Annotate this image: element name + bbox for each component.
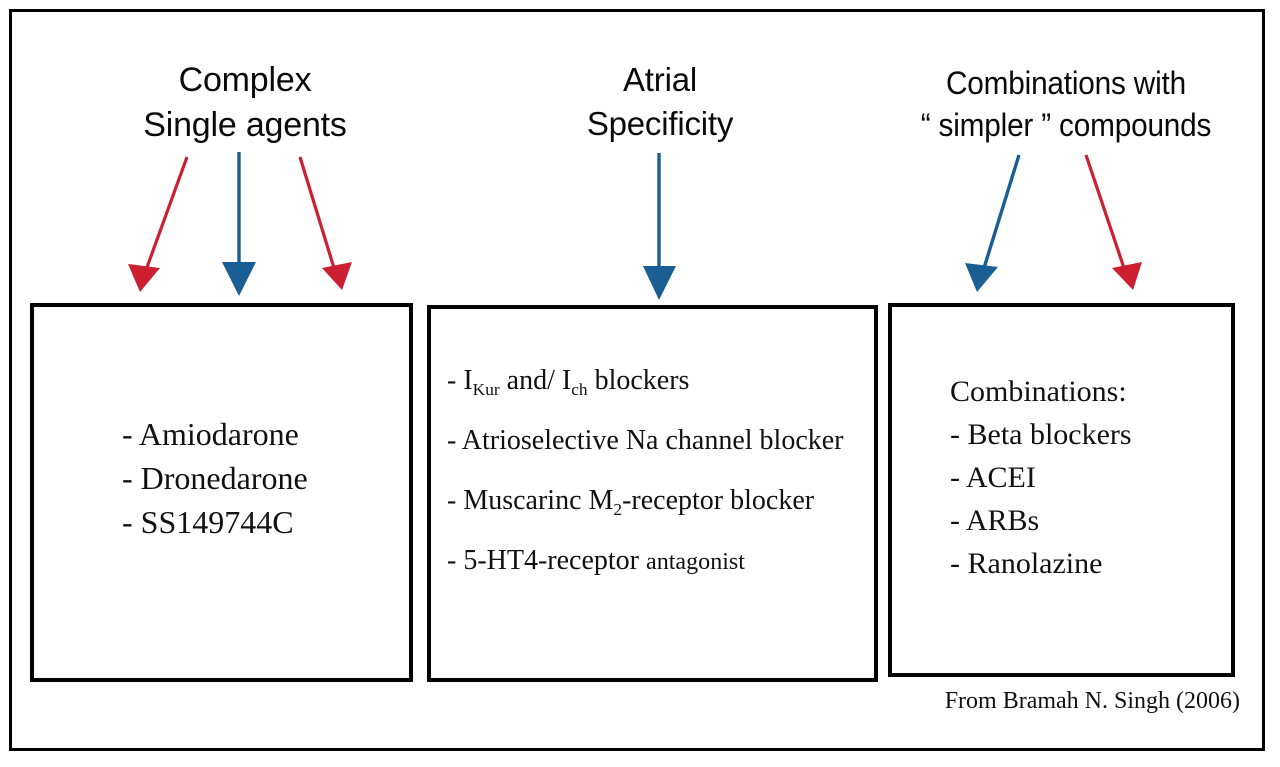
list-item-text: - 5-HT4-receptor [447,545,647,576]
column-heading-combinations: Combinations with “ simpler ” compounds [920,65,1212,144]
list-item: - ARBs [950,503,1040,537]
list-item-text-small: antagonist [646,549,745,575]
list-item: - Amiodarone [122,416,299,452]
subscript-kur: Kur [472,379,500,399]
column-heading-complex-single-agents: Complex Single agents [143,61,347,144]
subscript-ch: ch [571,379,588,399]
list-item: - Ranolazine [950,546,1103,580]
column-heading-atrial-specificity: Atrial Specificity [586,61,734,142]
list-item: - Beta blockers [950,417,1132,451]
list-item: - Dronedarone [122,460,308,497]
list-combinations: Combinations: - Beta blockers - ACEI - A… [892,371,1231,585]
subscript-2: 2 [613,499,623,519]
list-item: - Atrioselective Na channel blocker [447,425,844,456]
list-item-text: blockers [587,365,690,396]
list-item: - SS149744C [122,504,294,541]
list-header: Combinations: [950,375,1127,408]
list-item-text: -receptor blocker [622,485,815,516]
list-item-text: - Muscarinc M [447,485,614,516]
source-citation: From Bramah N. Singh (2006) [944,688,1240,714]
list-single-agents: - Amiodarone - Dronedarone - SS149744C [34,412,409,544]
outer-frame [9,9,1265,751]
list-item: - ACEI [950,460,1036,494]
box-combinations: Combinations: - Beta blockers - ACEI - A… [888,303,1235,677]
list-atrial: - IKur and/ Ich blockers - Atrioselectiv… [431,367,874,575]
box-atrial: - IKur and/ Ich blockers - Atrioselectiv… [427,305,878,682]
list-item: - Muscarinc M2-receptor blocker [447,485,874,519]
list-item-text: and/ I [499,365,572,396]
list-item: - IKur and/ Ich blockers [447,365,874,399]
list-item: - 5-HT4-receptor antagonist [447,547,874,575]
box-single-agents: - Amiodarone - Dronedarone - SS149744C [30,303,413,682]
list-item-text: - I [447,365,473,396]
